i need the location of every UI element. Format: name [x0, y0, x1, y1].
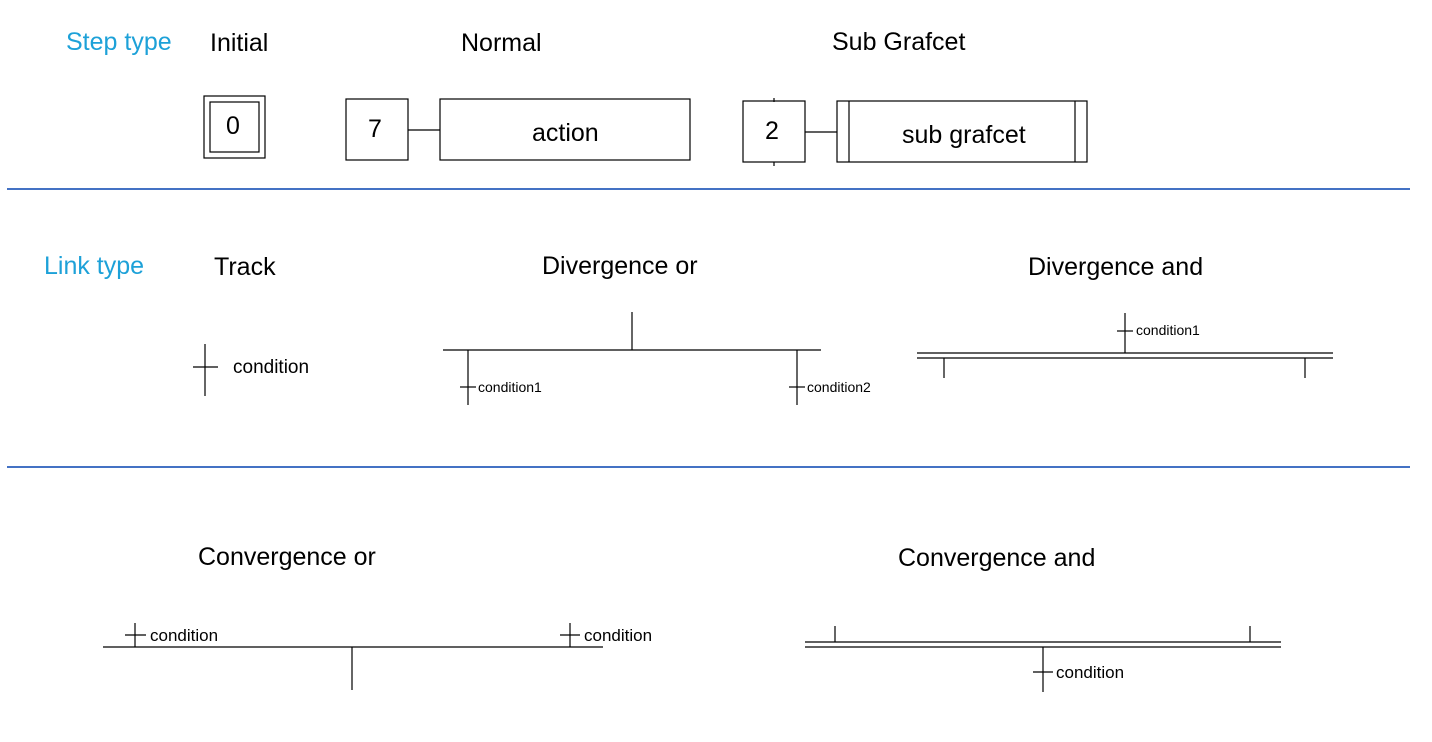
divergence-and-condition1: condition1	[1136, 322, 1200, 338]
sub-grafcet-label: sub grafcet	[902, 121, 1026, 149]
normal-heading: Normal	[461, 29, 542, 57]
convergence-and-link	[805, 626, 1281, 692]
divergence-and-link	[917, 313, 1333, 378]
divergence-or-condition1: condition1	[478, 379, 542, 395]
normal-action-label: action	[532, 119, 599, 147]
step-type-label: Step type	[66, 28, 172, 56]
convergence-and-heading: Convergence and	[898, 544, 1096, 572]
sub-grafcet-box	[836, 100, 1088, 163]
sub-grafcet-heading: Sub Grafcet	[832, 28, 966, 56]
divergence-or-link	[443, 312, 821, 405]
initial-step-box	[203, 95, 266, 159]
divergence-or-heading: Divergence or	[542, 252, 698, 280]
convergence-or-heading: Convergence or	[198, 543, 376, 571]
normal-step-number: 7	[368, 115, 382, 143]
convergence-or-condition-right: condition	[584, 626, 653, 645]
normal-step	[345, 98, 691, 161]
divergence-and-heading: Divergence and	[1028, 253, 1204, 281]
convergence-or-link	[103, 623, 603, 690]
track-heading: Track	[214, 253, 276, 281]
track-condition: condition	[233, 357, 310, 378]
sub-grafcet-step-number: 2	[765, 117, 779, 145]
convergence-and-condition: condition	[1056, 663, 1125, 682]
initial-step-number: 0	[226, 112, 240, 140]
normal-action-box	[439, 98, 691, 161]
track-link	[193, 344, 218, 396]
link-type-label: Link type	[44, 252, 145, 280]
sub-grafcet-step	[742, 98, 1088, 166]
convergence-or-condition-left: condition	[150, 626, 219, 645]
initial-heading: Initial	[210, 29, 269, 57]
divergence-or-condition2: condition2	[807, 379, 871, 395]
